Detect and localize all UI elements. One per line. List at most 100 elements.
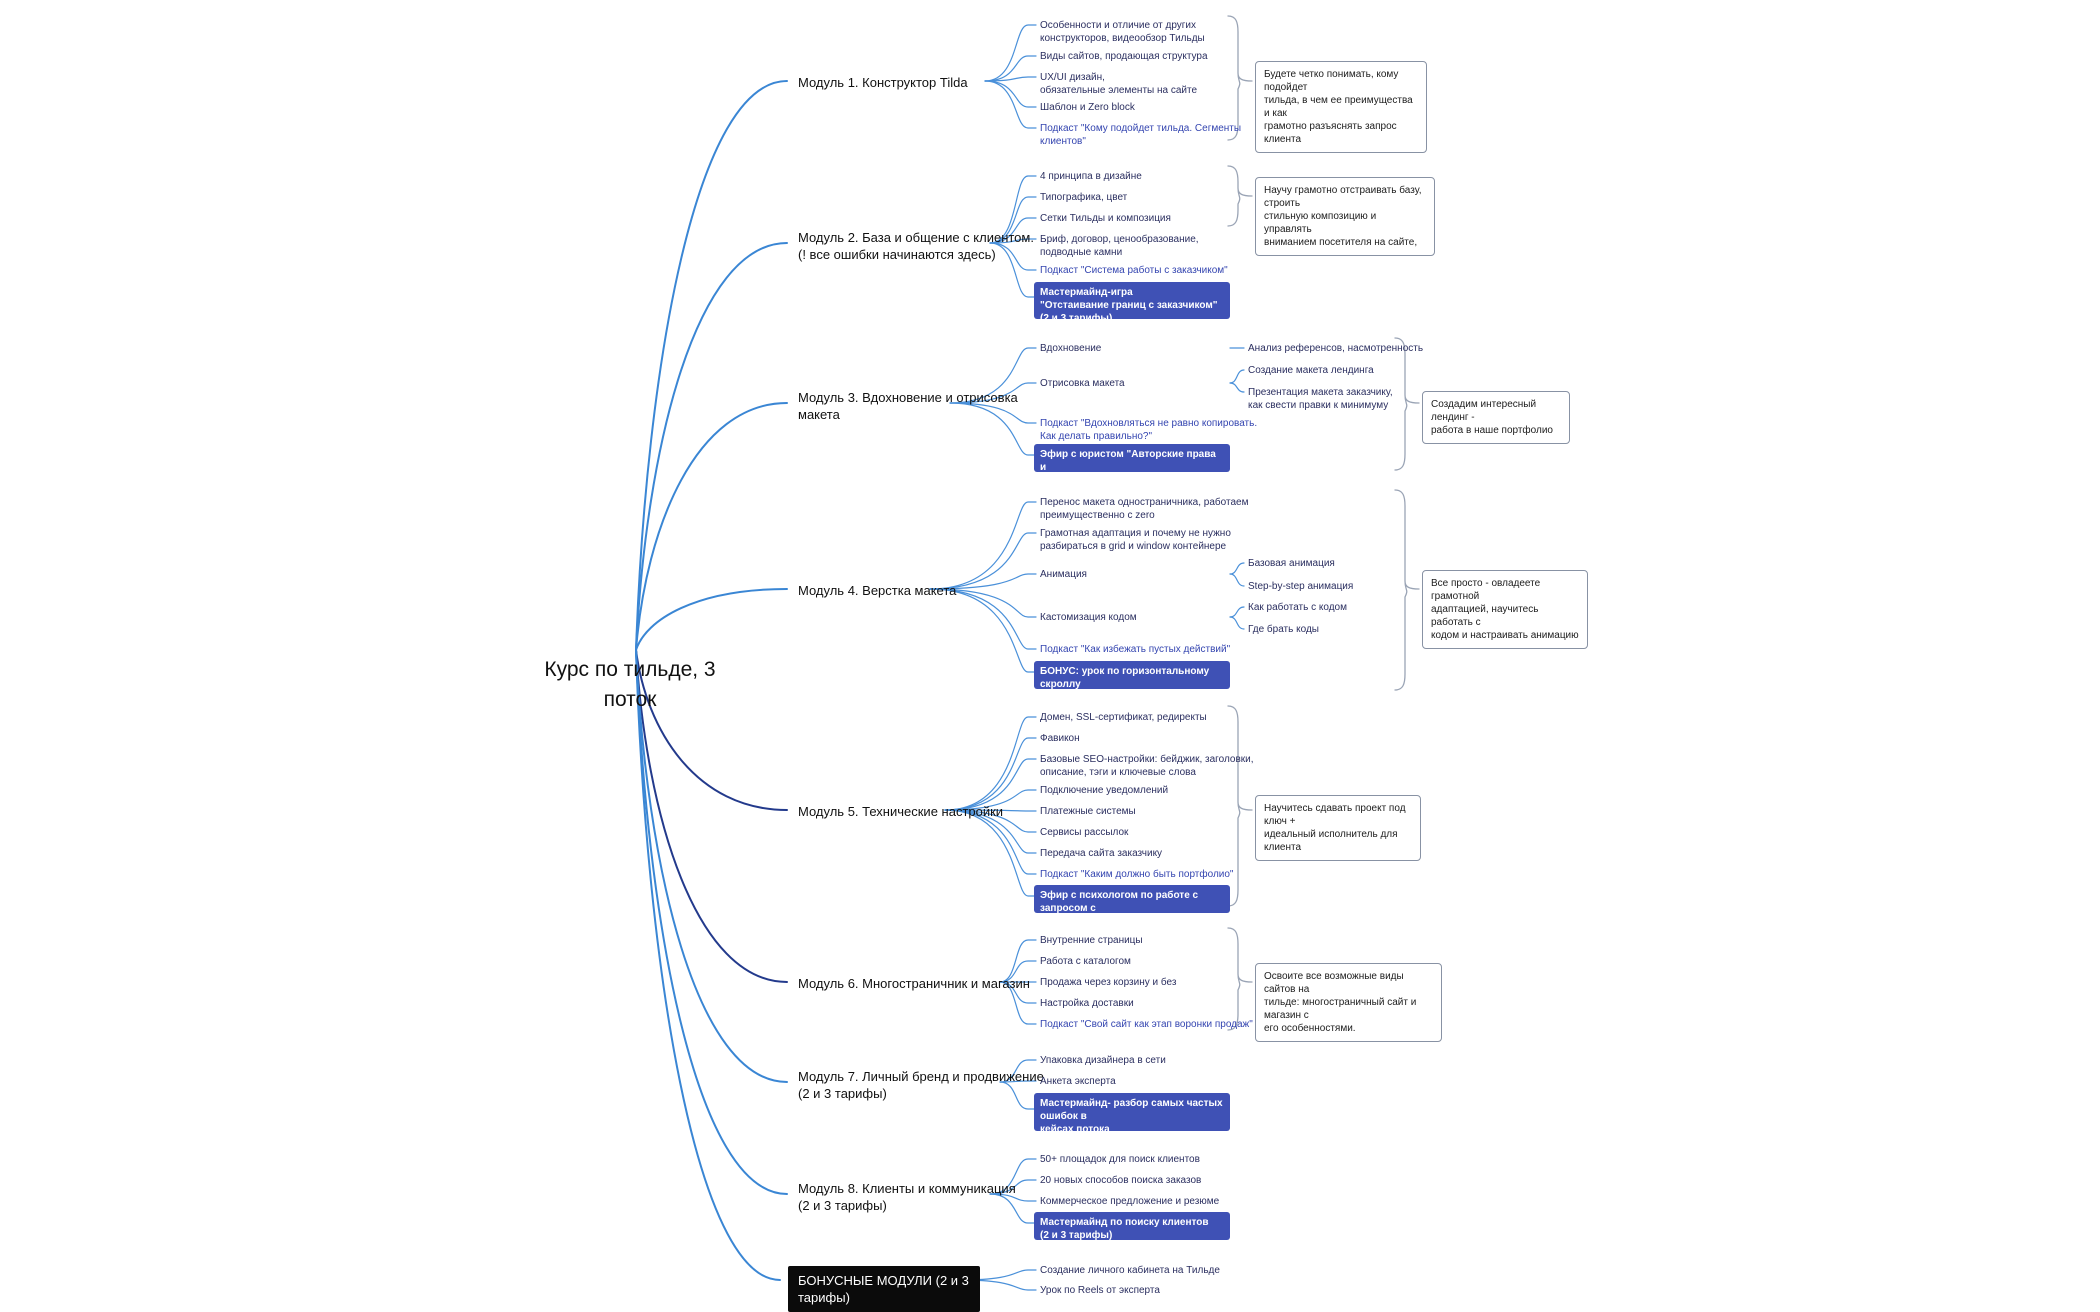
module-6-item-4[interactable]: Настройка доставки	[1040, 998, 1134, 1009]
module-8-mastermind-highlight[interactable]: Мастермайнд по поиску клиентов (2 и 3 та…	[1034, 1212, 1230, 1241]
branch-connector-5	[635, 649, 788, 811]
module-1-title[interactable]: Модуль 1. Конструктор Tilda	[798, 75, 968, 90]
module-4-sub-get-code[interactable]: Где брать коды	[1248, 624, 1319, 635]
branch-connector-6	[635, 649, 788, 983]
leaf-connector-1-2	[984, 55, 1037, 82]
leaf-connector-8-2	[989, 1179, 1037, 1195]
module-1-podcast[interactable]: Подкаст "Кому подойдет тильда. Сегменты …	[1040, 123, 1242, 147]
module-2-title[interactable]: Модуль 2. База и общение с клиентом. (! …	[798, 230, 1034, 262]
module-2-item-3[interactable]: Сетки Тильды и композиция	[1040, 213, 1171, 224]
module-2-item-4[interactable]: Бриф, договор, ценообразование, подводны…	[1040, 234, 1199, 258]
leaf-connector-1-1	[984, 24, 1037, 82]
module-5-item-7[interactable]: Передача сайта заказчику	[1040, 848, 1163, 859]
leaf-connector-4-5	[929, 588, 1037, 650]
leaf-connector-4-3	[929, 573, 1037, 590]
leaf-connector-2-4	[989, 238, 1037, 244]
module-5-title[interactable]: Модуль 5. Технические настройки	[798, 804, 1004, 819]
module-5-item-3[interactable]: Базовые SEO-настройки: бейджик, заголовк…	[1040, 754, 1254, 778]
module-3-podcast[interactable]: Подкаст "Вдохновляться не равно копирова…	[1040, 418, 1258, 442]
module-4-sub-work-code[interactable]: Как работать с кодом	[1248, 602, 1347, 613]
module-4-item-animation[interactable]: Анимация	[1040, 569, 1087, 580]
sub-connector-3-1	[1229, 562, 1245, 575]
module-3-title[interactable]: Модуль 3. Вдохновение и отрисовка макета	[798, 390, 1018, 422]
module-2-summary-note[interactable]: Научу грамотно отстраивать базу, строить…	[1255, 177, 1435, 256]
module-4-sub-basic-animation[interactable]: Базовая анимация	[1248, 558, 1335, 569]
bonus-modules-title[interactable]: БОНУСНЫЕ МОДУЛИ (2 и 3 тарифы)	[788, 1266, 980, 1312]
module-7-mastermind-highlight[interactable]: Мастермайнд- разбор самых частых ошибок …	[1034, 1093, 1230, 1148]
module-3-sub-presentation[interactable]: Презентация макета заказчику, как свести…	[1248, 387, 1393, 411]
module-2-item-2[interactable]: Типографика, цвет	[1040, 192, 1128, 203]
leaf-connector-4-4	[929, 588, 1037, 618]
leaf-connector-6-5	[999, 981, 1037, 1025]
module-8-item-2[interactable]: 20 новых способов поиска заказов	[1040, 1175, 1202, 1186]
module-7-title[interactable]: Модуль 7. Личный бренд и продвижение (2 …	[798, 1069, 1044, 1101]
module-4-sub-step-animation[interactable]: Step-by-step анимация	[1248, 581, 1354, 592]
module-1-item-4[interactable]: Шаблон и Zero block	[1040, 102, 1135, 113]
module-5-item-5[interactable]: Платежные системы	[1040, 806, 1136, 817]
module-6-item-2[interactable]: Работа с каталогом	[1040, 956, 1131, 967]
module-7-item-1[interactable]: Упаковка дизайнера в сети	[1040, 1055, 1166, 1066]
leaf-connector-3-3	[949, 402, 1037, 424]
leaf-connector-5-4	[944, 789, 1037, 811]
module-7-item-2[interactable]: Анкета эксперта	[1040, 1076, 1116, 1087]
module-8-item-1[interactable]: 50+ площадок для поиск клиентов	[1040, 1154, 1200, 1165]
module-6-summary-note[interactable]: Освоите все возможные виды сайтов на тил…	[1255, 963, 1442, 1042]
module-3-sub-references[interactable]: Анализ референсов, насмотренность	[1248, 343, 1424, 354]
module-6-item-3[interactable]: Продажа через корзину и без	[1040, 977, 1177, 988]
module-5-podcast[interactable]: Подкаст "Каким должно быть портфолио"	[1040, 869, 1234, 880]
bonus-item-2[interactable]: Урок по Reels от эксперта	[1040, 1285, 1160, 1296]
module-1-item-2[interactable]: Виды сайтов, продающая структура	[1040, 51, 1208, 62]
module-6-podcast[interactable]: Подкаст "Свой сайт как этап воронки прод…	[1040, 1019, 1253, 1030]
module-1-summary-note[interactable]: Будете четко понимать, кому подойдет тил…	[1255, 61, 1427, 153]
leaf-connector-6-2	[999, 960, 1037, 983]
module-3-item-drawing[interactable]: Отрисовка макета	[1040, 378, 1125, 389]
module-4-podcast[interactable]: Подкаст "Как избежать пустых действий"	[1040, 644, 1231, 655]
module-5-item-4[interactable]: Подключение уведомлений	[1040, 785, 1169, 796]
leaf-connector-1-3	[984, 76, 1037, 82]
leaf-connector-8-1	[989, 1158, 1037, 1195]
leaf-connector-3-1	[949, 347, 1037, 404]
leaf-connector-8-4	[989, 1193, 1037, 1224]
leaf-connector-5-8	[944, 809, 1037, 875]
module-1-item-3[interactable]: UX/UI дизайн, обязательные элементы на с…	[1040, 72, 1198, 96]
module-5-summary-note[interactable]: Научитесь сдавать проект под ключ + идеа…	[1255, 795, 1421, 861]
module-5-item-1[interactable]: Домен, SSL-сертификат, редиректы	[1040, 712, 1207, 723]
branch-connector-1	[635, 80, 788, 651]
module-6-title[interactable]: Модуль 6. Многостраничник и магазин	[798, 976, 1030, 991]
module-3-sub-landing[interactable]: Создание макета лендинга	[1248, 365, 1374, 376]
module-4-summary-note[interactable]: Все просто - овладеете грамотной адаптац…	[1422, 570, 1588, 649]
leaf-connector-2-5	[989, 242, 1037, 271]
module-8-title[interactable]: Модуль 8. Клиенты и коммуникация (2 и 3 …	[798, 1181, 1016, 1213]
leaf-connector-3-2	[949, 382, 1037, 404]
sub-connector-4-2	[1229, 616, 1245, 630]
leaf-connector-5-7	[944, 809, 1037, 854]
module-4-item-1[interactable]: Перенос макета одностраничника, работаем…	[1040, 497, 1249, 521]
branch-connector-3	[635, 402, 788, 651]
summary-bracket-1	[1227, 15, 1253, 141]
module-4-item-code[interactable]: Кастомизация кодом	[1040, 612, 1137, 623]
module-3-lawyer-highlight[interactable]: Эфир с юристом "Авторские права и авторс…	[1034, 444, 1230, 486]
module-1-item-1[interactable]: Особенности и отличие от других конструк…	[1040, 20, 1205, 44]
module-2-item-1[interactable]: 4 принципа в дизайне	[1040, 171, 1142, 182]
root-topic[interactable]: Курс по тильде, 3 поток	[544, 658, 716, 711]
leaf-connector-1-4	[984, 80, 1037, 108]
module-5-item-2[interactable]: Фавикон	[1040, 733, 1080, 744]
module-3-item-inspiration[interactable]: Вдохновение	[1040, 343, 1102, 354]
module-5-psychologist-highlight[interactable]: Эфир с психологом по работе с запросом с…	[1034, 885, 1230, 940]
module-2-podcast[interactable]: Подкаст "Система работы с заказчиком"	[1040, 265, 1228, 276]
sub-connector-3-2	[1229, 573, 1245, 587]
module-4-item-2[interactable]: Грамотная адаптация и почему не нужно ра…	[1040, 528, 1231, 552]
summary-bracket-4	[1394, 489, 1420, 691]
module-5-item-6[interactable]: Сервисы рассылок	[1040, 827, 1129, 838]
module-4-title[interactable]: Модуль 4. Верстка макета	[798, 583, 957, 598]
leaf-connector-5-3	[944, 758, 1037, 811]
module-6-item-1[interactable]: Внутренние страницы	[1040, 935, 1143, 946]
module-3-summary-note[interactable]: Создадим интересный лендинг - работа в н…	[1422, 391, 1570, 444]
sub-connector-2-2	[1229, 382, 1245, 393]
branch-connector-2	[635, 242, 788, 651]
bonus-item-1[interactable]: Создание личного кабинета на Тильде	[1040, 1265, 1220, 1276]
module-2-mastermind-highlight[interactable]: Мастермайнд-игра "Отстаивание границ с з…	[1034, 282, 1230, 324]
leaf-connector-5-9	[944, 809, 1037, 897]
module-4-bonus-highlight[interactable]: БОНУС: урок по горизонтальному скроллу (…	[1034, 661, 1230, 703]
module-8-item-3[interactable]: Коммерческое предложение и резюме	[1040, 1196, 1220, 1207]
